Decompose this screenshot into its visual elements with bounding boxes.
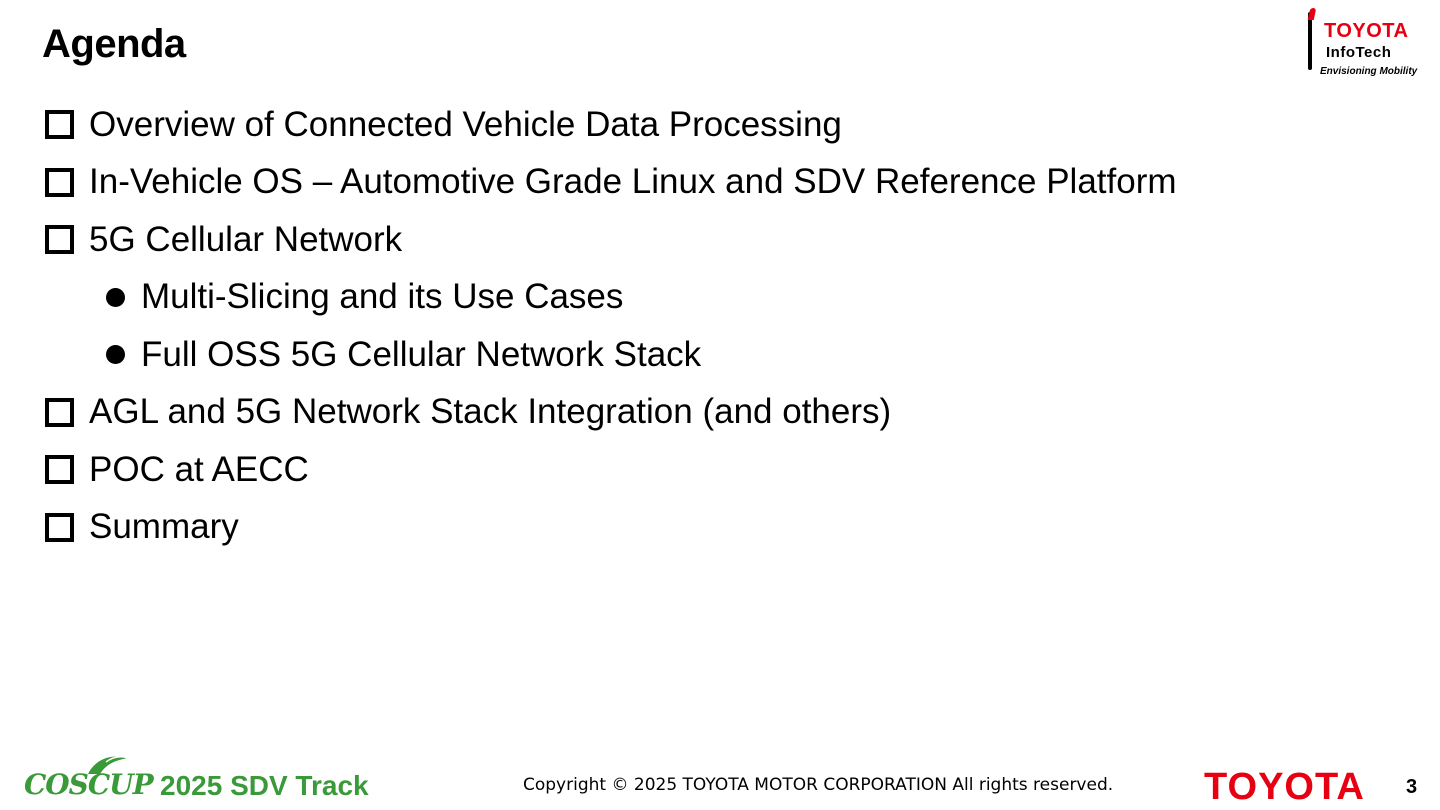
checkbox-square-icon	[45, 167, 74, 197]
bullet-dot-icon	[106, 345, 125, 365]
checkbox-square-icon	[45, 225, 74, 255]
agenda-item-text: AGL and 5G Network Stack Integration (an…	[89, 392, 892, 432]
copyright-notice: Copyright © 2025 TOYOTA MOTOR CORPORATIO…	[523, 775, 1114, 795]
agenda-item-text: In-Vehicle OS – Automotive Grade Linux a…	[89, 162, 1177, 202]
agenda-subitem-text: Full OSS 5G Cellular Network Stack	[141, 334, 702, 374]
agenda-item: 5G Cellular Network	[44, 211, 1177, 269]
logo-bar-tip-icon	[1307, 8, 1317, 20]
logo-tagline: Envisioning Mobility	[1320, 66, 1418, 77]
agenda-subitem: Full OSS 5G Cellular Network Stack	[44, 326, 1177, 384]
logo-bar-icon	[1308, 12, 1312, 70]
agenda-item: In-Vehicle OS – Automotive Grade Linux a…	[44, 154, 1177, 212]
agenda-item-text: Summary	[89, 507, 239, 547]
agenda-item: Summary	[44, 499, 1177, 557]
slide-title: Agenda	[42, 22, 186, 66]
agenda-subitem: Multi-Slicing and its Use Cases	[44, 269, 1177, 327]
leaf-icon	[88, 756, 129, 774]
checkbox-square-icon	[45, 512, 74, 542]
agenda-item: Overview of Connected Vehicle Data Proce…	[44, 96, 1177, 154]
agenda-subitem-text: Multi-Slicing and its Use Cases	[141, 277, 624, 317]
agenda-item-text: 5G Cellular Network	[89, 219, 403, 259]
checkbox-square-icon	[45, 455, 74, 485]
logo-subbrand: InfoTech	[1326, 44, 1392, 61]
toyota-infotech-logo: TOYOTA InfoTech Envisioning Mobility	[1300, 8, 1430, 80]
toyota-footer-logo: TOYOTA	[1204, 766, 1365, 808]
bullet-dot-icon	[106, 287, 125, 307]
coscup-wordmark: COSCUP	[24, 768, 154, 801]
agenda-item: POC at AECC	[44, 441, 1177, 499]
agenda-item: AGL and 5G Network Stack Integration (an…	[44, 384, 1177, 442]
checkbox-square-icon	[45, 397, 74, 427]
checkbox-square-icon	[45, 110, 74, 140]
coscup-logo: COSCUP 2025 SDV Track	[24, 752, 384, 802]
agenda-item-text: Overview of Connected Vehicle Data Proce…	[89, 104, 842, 144]
logo-brand: TOYOTA	[1324, 20, 1409, 42]
agenda-list: Overview of Connected Vehicle Data Proce…	[44, 96, 1177, 556]
page-number: 3	[1406, 776, 1418, 798]
agenda-item-text: POC at AECC	[89, 449, 309, 489]
track-label: 2025 SDV Track	[160, 770, 369, 801]
